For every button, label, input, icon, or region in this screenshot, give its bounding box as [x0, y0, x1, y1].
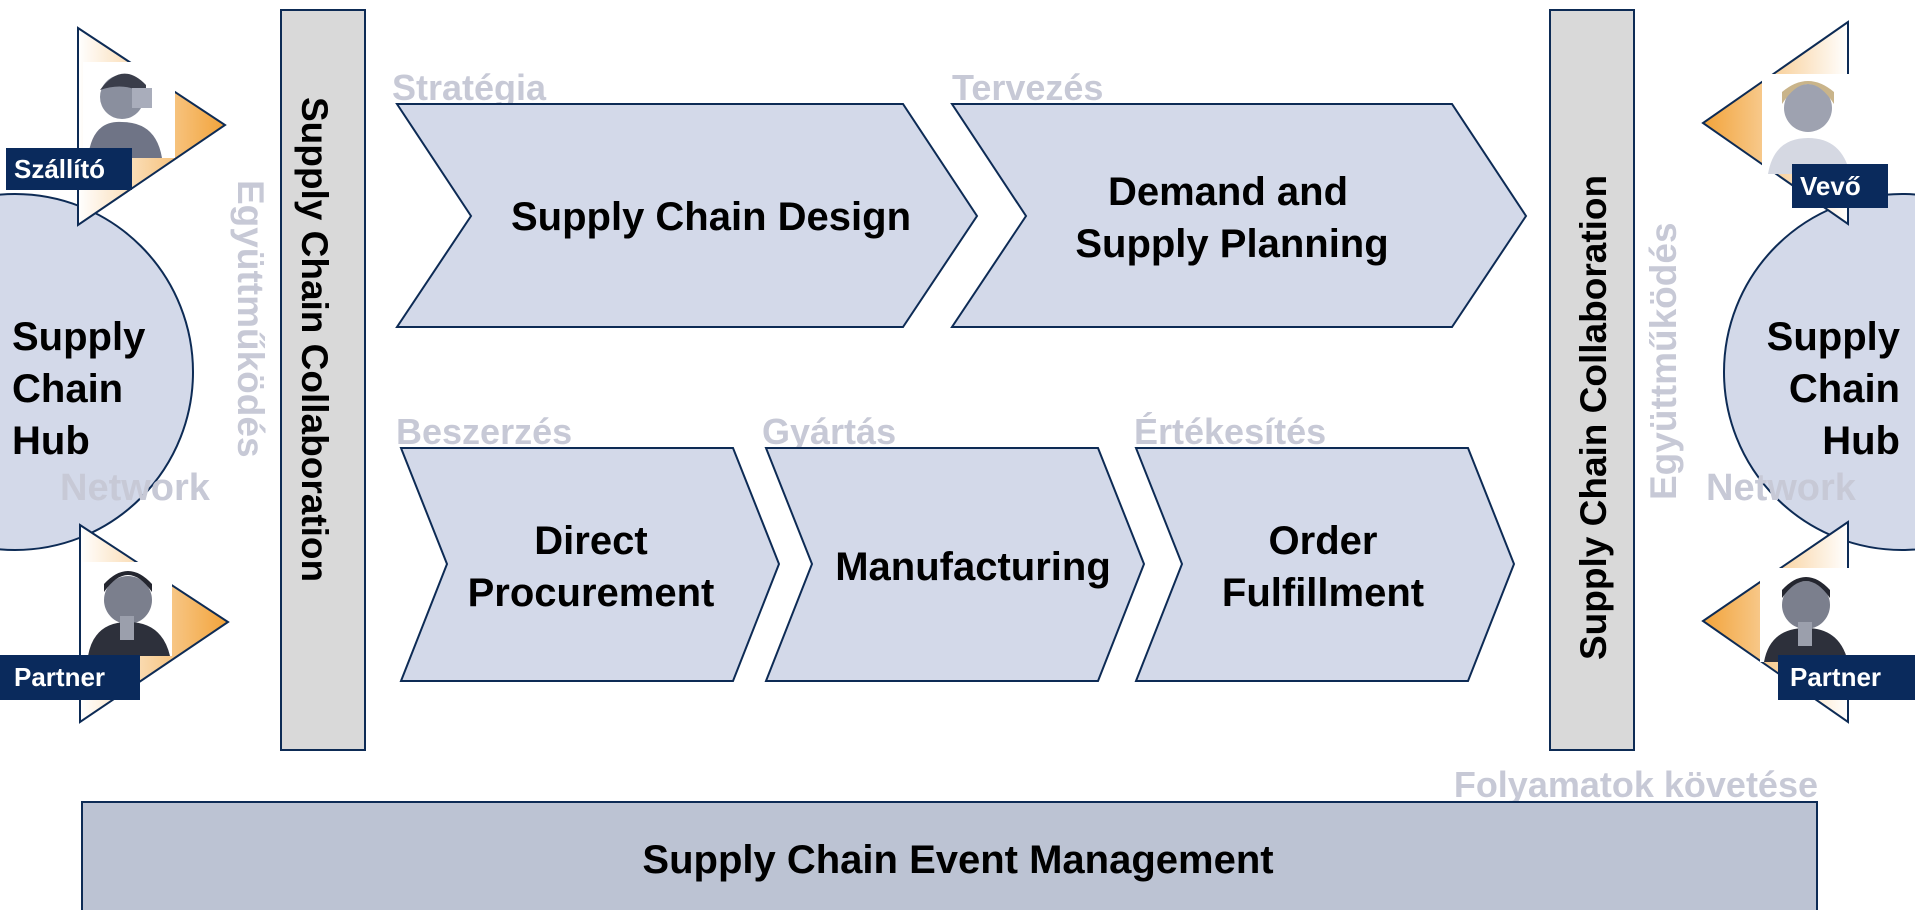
stage-ertekesites-chevron: [1134, 447, 1516, 682]
hub-left-title-1: Supply: [12, 315, 146, 359]
badge-top-right-label: Vevő: [1800, 171, 1861, 201]
stage-tervezes: Tervezés Demand and Supply Planning: [950, 67, 1528, 328]
stage-strategia-line-1: Supply Chain Design: [511, 195, 911, 239]
event-management: Folyamatok követése Supply Chain Event M…: [81, 764, 1818, 910]
collab-left-ghost: Együttműködés: [230, 180, 271, 458]
stage-strategia-ghost: Stratégia: [392, 67, 547, 108]
hub-left: Supply Chain Hub Network: [0, 193, 211, 551]
person-top-left: Szállító: [6, 26, 227, 227]
hub-right-title-3: Hub: [1822, 419, 1900, 463]
person-photo-icon: [1762, 74, 1850, 174]
stage-tervezes-ghost: Tervezés: [952, 67, 1103, 108]
hub-left-title-2: Chain: [12, 367, 123, 411]
hub-left-title-3: Hub: [12, 419, 90, 463]
person-photo-icon: [1760, 568, 1850, 662]
hub-left-circle: [0, 193, 194, 551]
hub-right-title-1: Supply: [1767, 315, 1901, 359]
badge-top-left-label: Szállító: [14, 154, 105, 184]
collab-bar-right: Supply Chain Collaboration: [1549, 9, 1635, 751]
stage-ertekesites-ghost: Értékesítés: [1134, 411, 1326, 452]
badge-bottom-right-label: Partner: [1790, 662, 1881, 692]
stage-tervezes-line-1: Demand and: [1108, 170, 1348, 214]
person-photo-icon: [82, 562, 172, 656]
person-bottom-right: Partner: [1701, 520, 1915, 724]
person-top-right: Vevő: [1701, 20, 1888, 226]
badge-bottom-left-label: Partner: [14, 662, 105, 692]
hub-right: Supply Chain Hub Network: [1706, 193, 1915, 551]
stage-gyartas-ghost: Gyártás: [762, 411, 896, 452]
stage-beszerzes-chevron: [399, 447, 781, 682]
event-label: Supply Chain Event Management: [642, 838, 1273, 882]
badge-bottom-right: [1778, 655, 1915, 700]
stage-tervezes-line-2: Supply Planning: [1075, 222, 1388, 266]
stage-ertekesites: Értékesítés Order Fulfillment: [1134, 411, 1516, 682]
badge-bottom-left: [0, 655, 140, 700]
event-ghost: Folyamatok követése: [1454, 764, 1818, 805]
collab-bar-left: Supply Chain Collaboration: [280, 9, 366, 751]
stage-strategia: Stratégia Supply Chain Design: [392, 67, 979, 328]
badge-top-right: [1792, 164, 1888, 208]
stage-tervezes-chevron: [950, 103, 1528, 328]
hub-right-circle: [1723, 193, 1915, 551]
stage-beszerzes-line-1: Direct: [534, 519, 647, 563]
hub-right-network: Network: [1706, 467, 1857, 509]
badge-top-left: [6, 148, 132, 190]
event-bar: [81, 801, 1818, 910]
person-bottom-left: Partner: [0, 523, 230, 724]
stage-strategia-chevron: [395, 103, 979, 328]
stage-ertekesites-line-2: Fulfillment: [1222, 571, 1424, 615]
stage-beszerzes-ghost: Beszerzés: [396, 411, 572, 452]
hub-right-title-2: Chain: [1789, 367, 1900, 411]
stage-ertekesites-line-1: Order: [1269, 519, 1378, 563]
stage-gyartas-line-1: Manufacturing: [835, 545, 1111, 589]
stage-gyartas-chevron: [764, 447, 1146, 682]
collab-right-ghost: Együttműködés: [1643, 222, 1684, 500]
collab-right-label: Supply Chain Collaboration: [1573, 175, 1614, 660]
hub-left-network: Network: [60, 467, 211, 509]
stage-gyartas: Gyártás Manufacturing: [762, 411, 1146, 682]
stage-beszerzes-line-2: Procurement: [468, 571, 715, 615]
stage-beszerzes: Beszerzés Direct Procurement: [396, 411, 781, 682]
person-photo-icon: [83, 62, 175, 158]
collab-left-label: Supply Chain Collaboration: [294, 97, 335, 582]
